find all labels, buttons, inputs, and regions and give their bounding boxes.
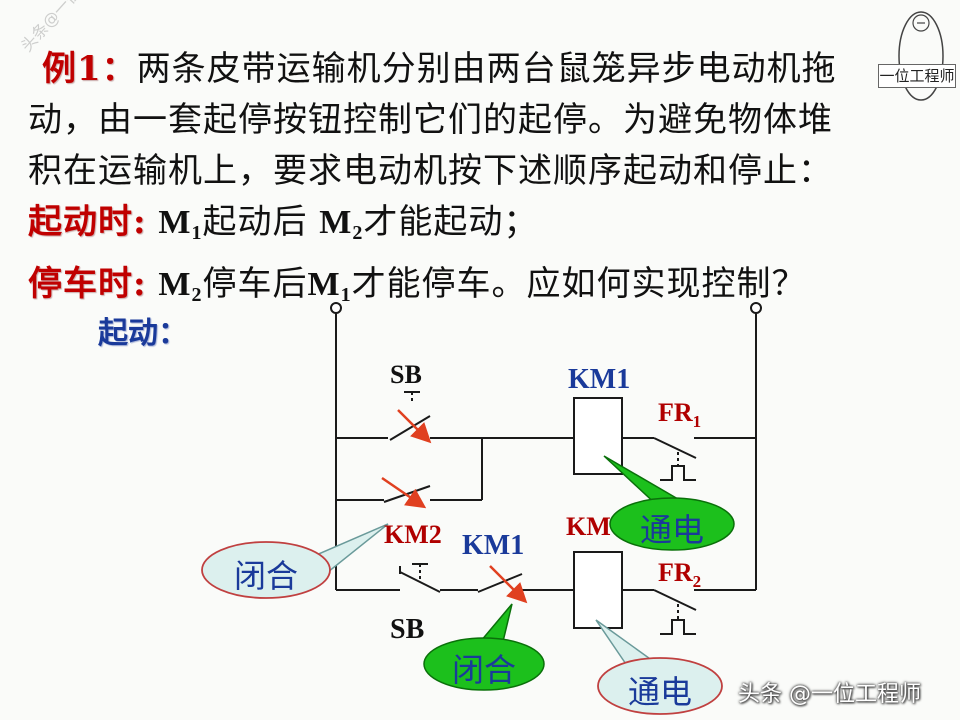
logo-text: 一位工程师 <box>878 64 956 88</box>
problem-line-1-text: 两条皮带运输机分别由两台鼠笼异步电动机拖 <box>136 49 837 89</box>
stop-condition: 停车时: M2停车后M1才能停车。应如何实现控制？ <box>28 259 922 321</box>
start-m2: M2 <box>319 204 364 244</box>
example-label: 例1： <box>42 49 137 89</box>
km2-contact-label: KM2 <box>384 520 442 549</box>
km2-coil <box>573 551 623 629</box>
problem-line-3-text: 积在运输机上，要求电动机按下述顺序起动和停止： <box>28 151 833 191</box>
callout-closed-bottom <box>423 603 545 691</box>
fr1-label: FR1 <box>658 398 702 431</box>
problem-line-3: 积在运输机上，要求电动机按下述顺序起动和停止： <box>28 146 922 197</box>
holding-contact-arrow <box>381 476 427 509</box>
logo-emblem <box>898 11 944 101</box>
stop-tail-text: 才能停车。应如何实现控制？ <box>351 264 807 304</box>
start-label: 起动时: <box>28 202 147 242</box>
terminal-right <box>750 302 762 314</box>
sb-top-arrow <box>397 409 432 444</box>
fr2-label: FR2 <box>658 558 702 591</box>
callout-closed-left <box>201 523 389 599</box>
footer-watermark: 头条 @一位工程师 <box>738 682 921 707</box>
problem-line-2: 动，由一套起停按钮控制它们的起停。为避免物体堆 <box>28 95 922 146</box>
sb-top-contact <box>389 391 431 441</box>
callout-energized-bottom-text: 通电 <box>628 673 693 711</box>
km2-coil-label: KM <box>566 512 611 541</box>
start-mid-text: 起动后 <box>202 202 308 242</box>
sb-bottom-label: SB <box>390 614 425 645</box>
start-condition: 起动时: M1起动后 M2才能起动； <box>28 197 922 259</box>
holding-branch <box>336 438 483 503</box>
callout-closed-left-text: 闭合 <box>234 557 299 595</box>
start-m1: M1 <box>158 204 203 244</box>
km1-coil-label: KM1 <box>568 364 631 395</box>
km1-contact-arrow <box>489 565 528 604</box>
terminal-left <box>330 302 342 314</box>
stop-mid-text: 停车后 <box>202 264 308 304</box>
km1-coil <box>573 397 623 475</box>
fr2-contact <box>653 589 697 635</box>
callout-energized-bottom <box>595 619 723 715</box>
fr1-contact <box>653 437 697 481</box>
km1-contact <box>477 573 523 593</box>
callout-energized-top <box>603 455 735 551</box>
km1-contact-label: KM1 <box>462 530 525 561</box>
stop-m2: M2 <box>158 266 203 306</box>
problem-line-1: 例1：两条皮带运输机分别由两台鼠笼异步电动机拖 <box>42 44 922 95</box>
problem-line-2-text: 动，由一套起停按钮控制它们的起停。为避免物体堆 <box>28 100 833 140</box>
problem-statement: 例1：两条皮带运输机分别由两台鼠笼异步电动机拖 动，由一套起停按钮控制它们的起停… <box>28 44 922 321</box>
sb-top-label: SB <box>390 360 422 389</box>
circuit-title: 起动： <box>98 316 188 351</box>
callout-energized-top-text: 通电 <box>640 511 705 549</box>
sb-bottom-contact <box>399 563 441 593</box>
stop-m1: M1 <box>307 266 352 306</box>
callout-closed-bottom-text: 闭合 <box>452 651 517 689</box>
stop-label: 停车时: <box>28 264 147 304</box>
start-tail-text: 才能起动； <box>363 202 539 242</box>
